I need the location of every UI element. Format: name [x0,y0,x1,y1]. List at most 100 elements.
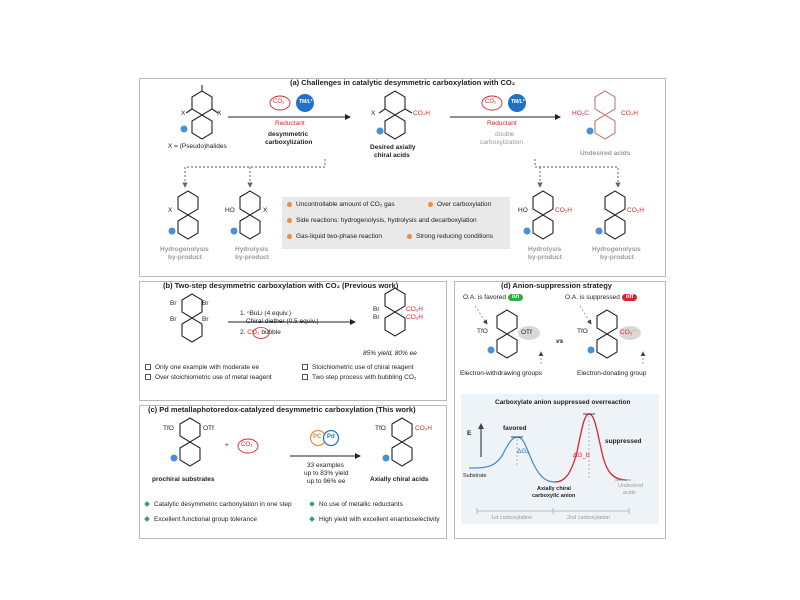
hydrolysis-molecule-right [532,190,554,240]
bullet: Stoichiometric use of chiral reagent [302,364,414,371]
delta-ga-label: ΔGₐ [517,448,529,455]
bullet: Catalytic desymmetric carbonylation in o… [144,501,292,508]
blue-group-marker [376,127,384,135]
undesired-acids-label: Undesired [618,483,644,489]
off-toggle: off [621,294,638,301]
br-label: Br [202,300,209,307]
desymmetric-label: desymmetric [268,131,309,138]
ho-label: HO [225,207,235,214]
plus-sign: + [225,442,229,449]
co2h-label: CO₂H [413,110,430,117]
tm-badge-text: TM/L* [299,99,313,105]
tm-catalyst-badge-2 [508,94,526,112]
second-carboxylation-label: 2nd carboxylation [567,515,611,521]
co2h-label: CO₂H [406,314,423,321]
axially-chiral-product-molecule [391,417,413,467]
on-toggle: on [507,294,524,301]
br-label: Br [373,314,380,321]
reductant-label: Reductant [275,120,305,127]
desired-label-2: chiral acids [374,152,410,159]
br-label: Br [202,316,209,323]
oa-favored-label: O.A. is favored on [463,294,524,302]
vs-label: vs [556,338,564,345]
yield-text: up to 83% yield [304,470,349,477]
anion-label-2: carboxylic anion [532,493,576,499]
carboxylization-label: carboxylization [265,139,313,146]
result-text: 85% yield, 80% ee [363,350,417,357]
x-label: X [181,110,186,117]
byproduct-label: by-product [528,254,562,261]
undesired-product-molecule [594,90,616,140]
dashed-arrows [182,159,621,188]
panel-d-title: (d) Anion-suppression strategy [501,281,612,290]
panel-c-structures [170,417,413,467]
panel-a-structures [168,85,626,240]
br-label: Br [170,316,177,323]
co2h-label: CO₂H [627,207,644,214]
ee-text: up to 96% ee [307,478,346,485]
co2-bubble-1 [269,95,291,111]
legend-item: Uncontrollable amount of CO₂ gas [287,201,395,208]
bullet: Excellent functional group tolerance [144,516,257,523]
reductant-label: Reductant [487,120,517,127]
energy-axis-label: E [467,430,472,437]
hydrogenolysis-molecule-left [177,190,199,240]
byproduct-label: by-product [235,254,269,261]
panel-b-title: (b) Two-step desymmetric carboxylation w… [163,281,399,290]
legend-item: Strong reducing conditions [407,233,493,240]
examples-text: 33 examples [307,462,344,469]
co2-text: CO₂ [273,99,285,105]
tfo-label: TfO [375,425,386,432]
oa-suppressed-label: O.A. is suppressed off [565,294,638,302]
co2h-label: CO₂H [621,110,638,117]
desired-label: Desired axially [370,144,416,151]
substrate-molecule [185,85,219,140]
carboxylization-label: carboxylization [480,139,523,146]
condition-1: 1. ⁿBuLi (4 equiv.) [240,310,292,317]
hydrogenolysis-molecule-right [604,190,626,240]
bullet: Over stoichiometric use of metal reagent [145,374,272,381]
legend-item: Gas-liquid two-phase reaction [287,233,382,240]
x-label: X [217,110,222,117]
panel-b: (b) Two-step desymmetric carboxylation w… [139,281,447,401]
hydrolysis-label: Hydrolysis [235,246,269,253]
co2h-label: CO₂H [406,306,423,313]
anion-label: Axially chiral [537,486,571,492]
diacid-molecule [384,287,406,337]
co2-text: CO₂ [241,442,253,448]
blue-group-marker [180,125,188,133]
panel-b-structures [181,287,406,343]
double-label: double [495,131,515,138]
co2h-label: CO₂H [555,207,572,214]
panel-c: (c) Pd metallaphotoredox-catalyzed desym… [139,405,447,539]
otf-label: OTf [521,329,532,336]
co2h-label: CO₂H [415,425,432,432]
axially-label: Axially chiral acids [370,476,429,483]
suppressed-label: suppressed [605,438,642,445]
ho-label: HO [518,207,528,214]
pc-text: PC [313,434,322,440]
undesired-acids-label-2: acids [623,490,636,496]
bullet: High yield with excellent enantioselecti… [309,516,440,523]
tfo-label: TfO [163,425,174,432]
panel-d-drawing [461,305,659,524]
x-label: X [263,207,268,214]
bullet: Two step process with bubbling CO₂ [302,374,416,381]
favored-label: favored [503,425,527,432]
ewg-label: Electron-withdrawing groups [460,370,543,377]
blue-group-marker [586,127,594,135]
delta-gb-label: ΔG_b [573,452,590,459]
byproduct-label: by-product [168,254,202,261]
prochiral-substrate-molecule [179,417,201,467]
bullet: Only one example with moderate ee [145,364,259,371]
energy-title: Carboxylate anion suppressed overreactio… [495,399,631,406]
tm-badge-text: TM/L* [511,99,525,105]
hydrolysis-label: Hydrolysis [528,246,562,253]
byproduct-label: by-product [600,254,634,261]
panel-c-title: (c) Pd metallaphotoredox-catalyzed desym… [148,405,416,414]
ho2c-label: HO₂C [572,110,589,117]
co2-bubble [237,438,259,454]
tfo-label: TfO [577,328,588,335]
desired-product-molecule [378,90,413,140]
ewg-molecule [496,309,518,359]
